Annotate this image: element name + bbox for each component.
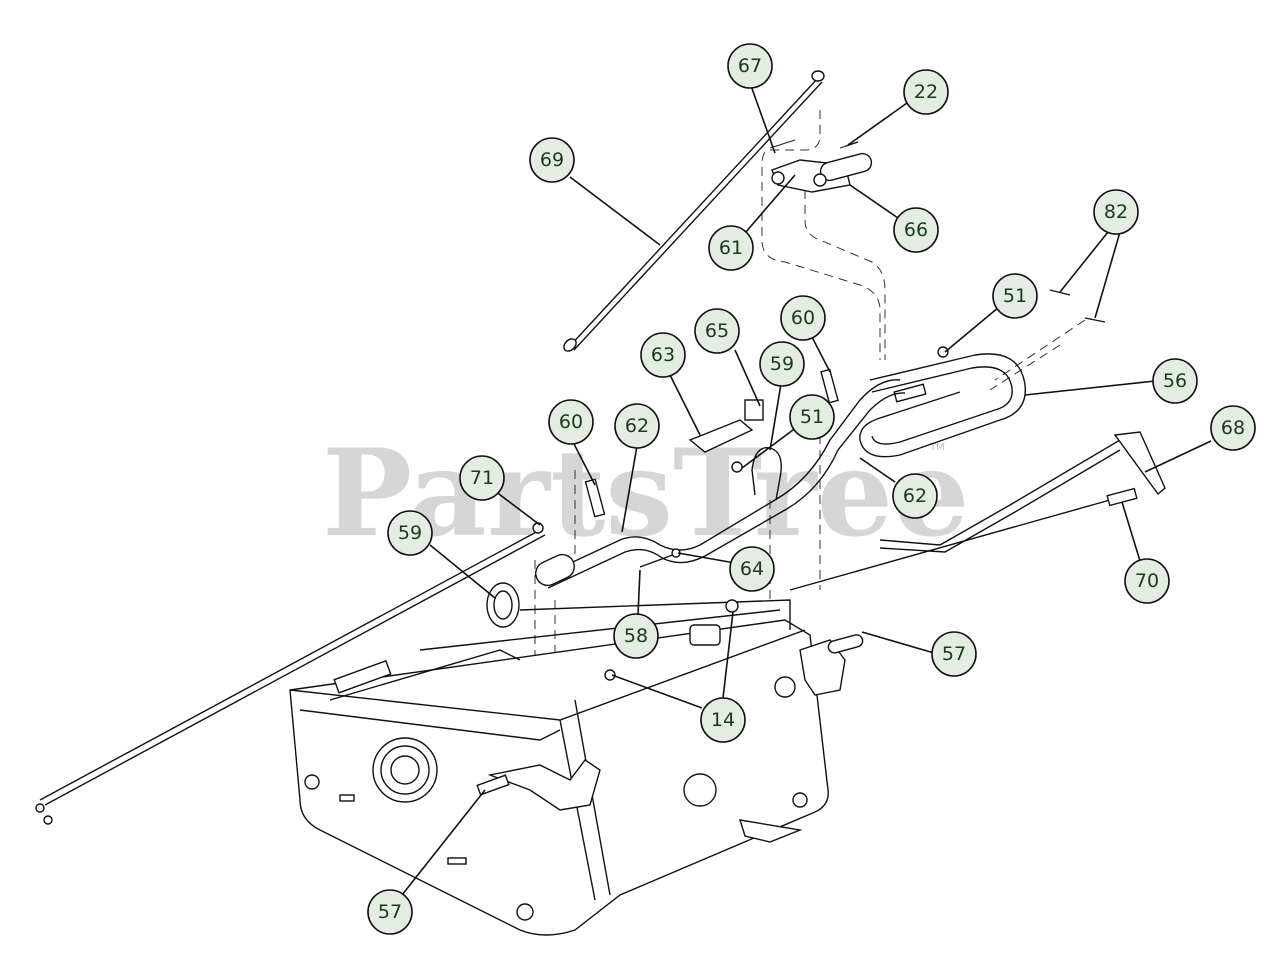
callout-label: 22 xyxy=(914,81,938,103)
handle-56 xyxy=(859,353,1026,458)
cable-70 xyxy=(789,487,1138,591)
callout-label: 58 xyxy=(624,625,648,647)
bracket-63-65 xyxy=(688,399,764,453)
callout-60-right: 60 xyxy=(780,295,826,341)
callout-label: 62 xyxy=(625,415,649,437)
callout-64: 64 xyxy=(729,546,775,592)
main-handle-tube xyxy=(535,379,906,589)
callout-59-right: 59 xyxy=(759,341,805,387)
callout-label: 57 xyxy=(378,901,402,923)
callout-label: 65 xyxy=(705,320,729,342)
callout-label: 51 xyxy=(1003,285,1027,307)
callouts: 67 22 69 61 66 82 51 60 65 63 59 56 51 6… xyxy=(367,43,1256,935)
callout-label: 82 xyxy=(1104,201,1128,223)
callout-65: 65 xyxy=(694,308,740,354)
callout-label: 62 xyxy=(903,485,927,507)
callout-label: 70 xyxy=(1135,570,1159,592)
callout-67: 67 xyxy=(727,43,773,89)
screw-22 xyxy=(845,141,859,147)
callout-82: 82 xyxy=(1093,189,1139,235)
callout-68: 68 xyxy=(1210,405,1256,451)
callout-label: 68 xyxy=(1221,417,1245,439)
callout-label: 60 xyxy=(559,411,583,433)
callout-label: 67 xyxy=(738,55,762,77)
callout-70: 70 xyxy=(1124,558,1170,604)
callout-57-left: 57 xyxy=(367,889,413,935)
clips-82 xyxy=(1049,289,1106,323)
callout-66: 66 xyxy=(893,207,939,253)
pins-60 xyxy=(584,368,839,518)
callout-label: 63 xyxy=(651,344,675,366)
callout-label: 64 xyxy=(740,558,764,580)
callout-label: 59 xyxy=(398,522,422,544)
callout-51-top: 51 xyxy=(992,273,1038,319)
pivot-bracket xyxy=(769,139,873,193)
rod-69 xyxy=(563,70,825,352)
callout-62-right: 62 xyxy=(892,473,938,519)
nuts-51 xyxy=(731,346,949,473)
callout-label: 51 xyxy=(800,406,824,428)
callout-58: 58 xyxy=(613,613,659,659)
control-rod-68 xyxy=(879,431,1166,553)
callout-label: 61 xyxy=(719,237,743,259)
callout-57-right: 57 xyxy=(931,631,977,677)
callout-label: 14 xyxy=(711,709,735,731)
callout-label: 59 xyxy=(770,353,794,375)
callout-label: 56 xyxy=(1163,370,1187,392)
leader-lines xyxy=(401,82,1212,896)
callout-63: 63 xyxy=(640,332,686,378)
callout-62-left: 62 xyxy=(614,403,660,449)
callout-60-left: 60 xyxy=(548,399,594,445)
callout-label: 69 xyxy=(540,149,564,171)
callout-71: 71 xyxy=(459,455,505,501)
callout-label: 60 xyxy=(791,307,815,329)
callout-label: 66 xyxy=(904,219,928,241)
cable-71 xyxy=(35,522,546,825)
callout-51-mid: 51 xyxy=(789,394,835,440)
frame-housing xyxy=(289,599,829,936)
callout-56: 56 xyxy=(1152,358,1198,404)
callout-22: 22 xyxy=(903,69,949,115)
callout-14: 14 xyxy=(700,697,746,743)
callout-label: 57 xyxy=(942,643,966,665)
callout-59-left: 59 xyxy=(387,510,433,556)
callout-label: 71 xyxy=(470,467,494,489)
hinge-brackets-57 xyxy=(476,599,864,811)
callout-61: 61 xyxy=(708,225,754,271)
callout-69: 69 xyxy=(529,137,575,183)
watermark-trademark: TM xyxy=(929,442,945,453)
